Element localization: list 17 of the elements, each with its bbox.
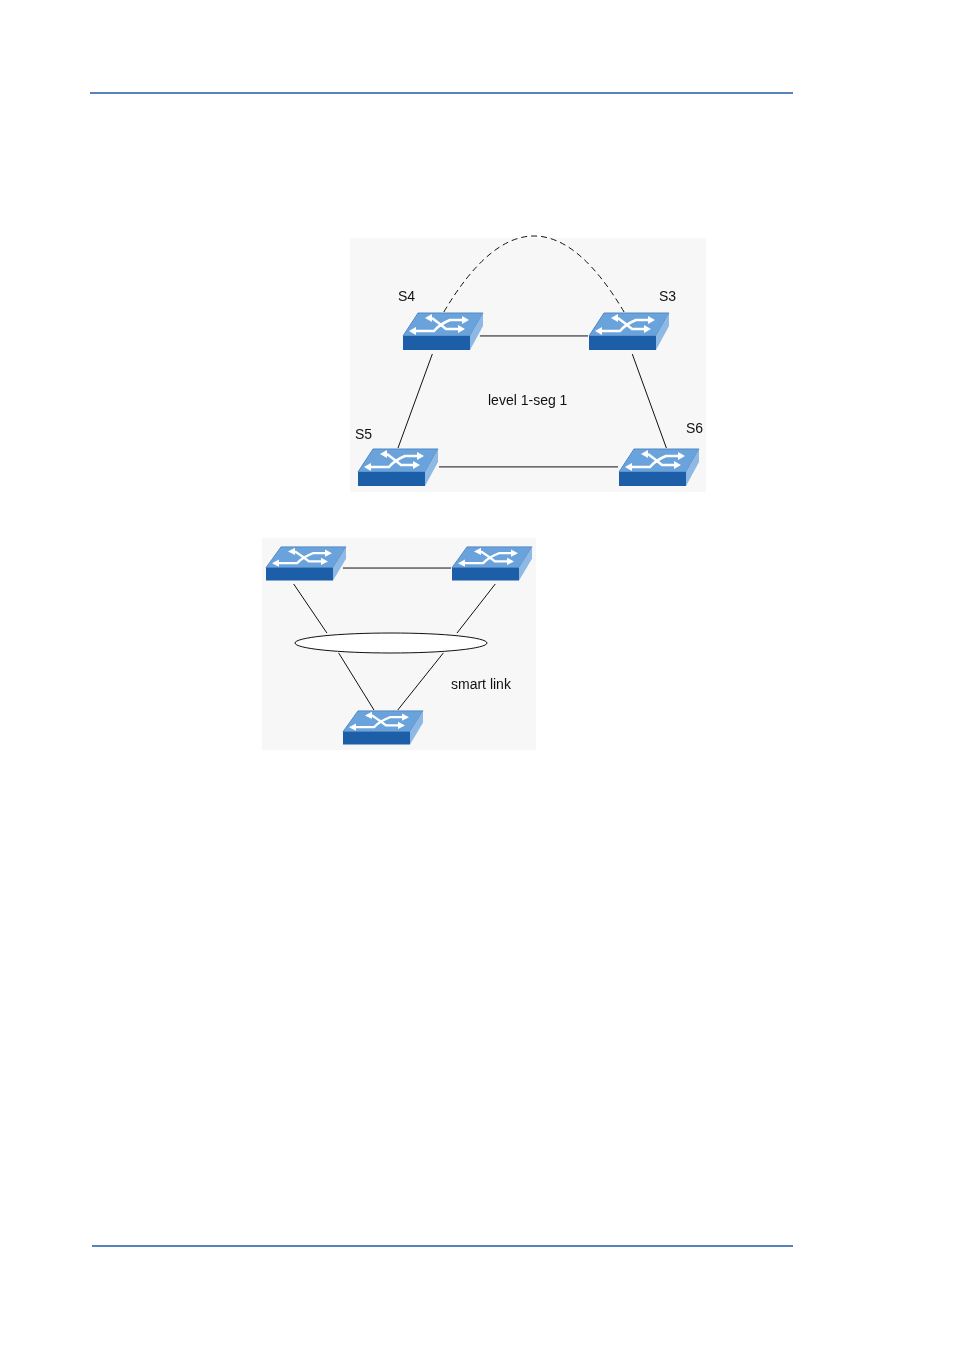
- diagram-label: smart link: [451, 676, 511, 692]
- link-line: [397, 353, 433, 449]
- link-line: [397, 652, 444, 711]
- link-line: [342, 567, 452, 569]
- dashed-link-line: [443, 235, 625, 313]
- link-line: [631, 353, 667, 449]
- link-line: [479, 335, 589, 337]
- switch-label: S3: [659, 288, 677, 304]
- switch-label: S5: [355, 426, 373, 442]
- link-line: [293, 583, 328, 634]
- link-line: [438, 466, 619, 468]
- switch-label: S4: [398, 288, 416, 304]
- diagram-label: level 1-seg 1: [488, 392, 568, 408]
- link-group-ellipse: [294, 632, 488, 654]
- switch-label: S6: [686, 420, 704, 436]
- link-line: [338, 652, 375, 711]
- link-line: [456, 583, 496, 634]
